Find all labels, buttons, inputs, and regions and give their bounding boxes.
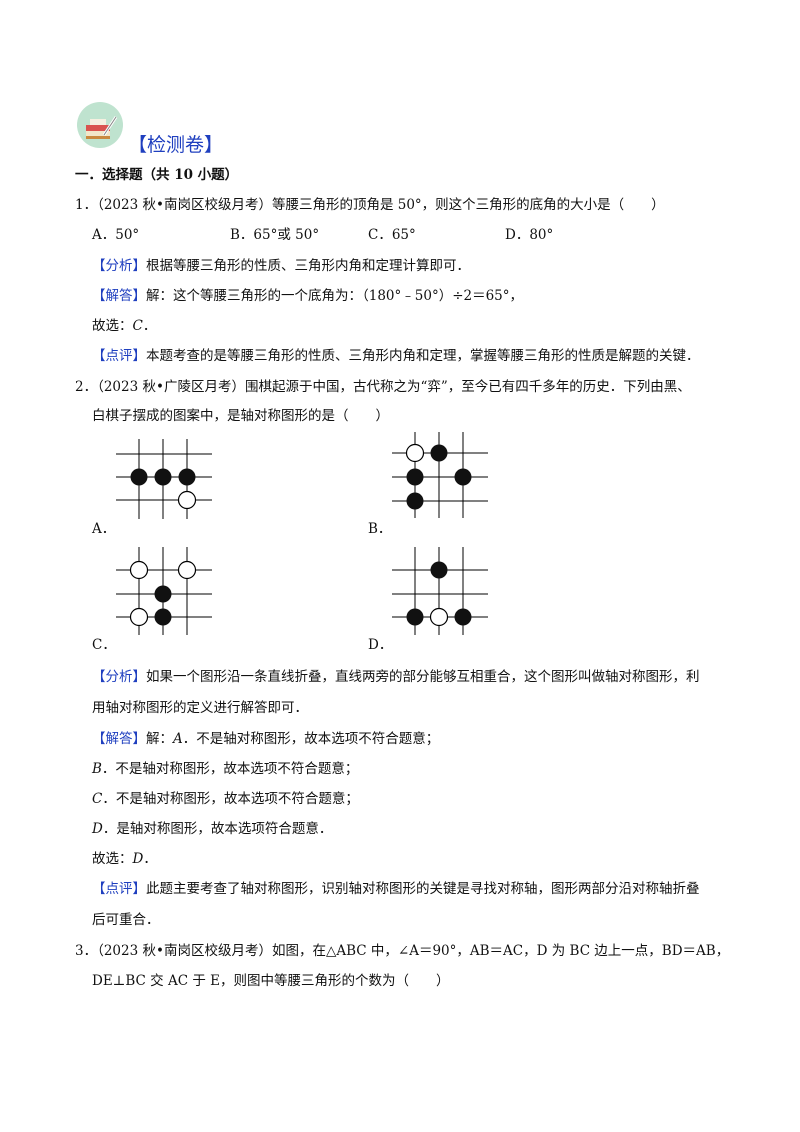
q3-line2: DE⊥BC 交 AC 于 E，则图中等腰三角形的个数为（ ） — [92, 973, 450, 989]
black-stone — [430, 561, 448, 579]
q1-comment: 【点评】本题考查的是等腰三角形的性质、三角形内角和定理，掌握等腰三角形的性质是解… — [92, 344, 700, 364]
comment-tag: 【点评】 — [92, 881, 146, 897]
q2-comment-line2: 后可重合． — [92, 912, 160, 928]
answer-tag: 【解答】 — [92, 731, 146, 747]
black-stone — [154, 468, 172, 486]
choose-letter: C — [132, 318, 143, 334]
q1-stem: 1．（2023 秋•南岗区校级月考）等腰三角形的顶角是 50°，则这个三角形的底… — [75, 193, 665, 213]
q1-number: 1． — [75, 197, 98, 213]
answer-text: 解：这个等腰三角形的一个底角为：（180°﹣50°）÷2＝65°， — [146, 288, 524, 304]
black-stone — [130, 468, 148, 486]
white-stone — [129, 607, 149, 627]
comment-tag: 【点评】 — [92, 348, 146, 364]
comment-text: 此题主要考查了轴对称图形，识别轴对称图形的关键是寻找对称轴，图形两部分沿对称轴折… — [146, 881, 700, 897]
q2-answer-c: C．不是轴对称图形，故本选项不符合题意； — [92, 787, 359, 807]
q2-choose: 故选：D． — [92, 847, 157, 867]
q3-text: （2023 秋•南岗区校级月考）如图，在△ABC 中，∠A＝90°，AB＝AC，… — [97, 943, 730, 959]
q3-line1: 3．（2023 秋•南岗区校级月考）如图，在△ABC 中，∠A＝90°，AB＝A… — [75, 939, 729, 959]
q2-answer-d: D．是轴对称图形，故本选项符合题意． — [92, 817, 332, 837]
q2-answer-a: 【解答】解：A．不是轴对称图形，故本选项不符合题意； — [92, 727, 439, 747]
choose-suffix: ． — [142, 318, 157, 334]
q2-analysis-line2: 用轴对称图形的定义进行解答即可． — [92, 700, 308, 716]
q1-option-c: C．65° — [368, 227, 416, 243]
q2-analysis-line1: 【分析】如果一个图形沿一条直线折叠，直线两旁的部分能够互相重合，这个图形叫做轴对… — [92, 665, 700, 685]
q3-number: 3． — [75, 943, 98, 959]
q1-choose: 故选：C． — [92, 314, 156, 334]
answer-prefix: 解： — [146, 731, 173, 747]
comment-text: 本题考查的是等腰三角形的性质、三角形内角和定理，掌握等腰三角形的性质是解题的关键… — [146, 348, 700, 364]
black-stone — [154, 585, 172, 603]
answer-a-text: ．不是轴对称图形，故本选项不符合题意； — [182, 731, 440, 747]
answer-b-text: ．不是轴对称图形，故本选项不符合题意； — [101, 761, 359, 777]
q2-answer-b: B．不是轴对称图形，故本选项不符合题意； — [92, 757, 358, 777]
answer-c-letter: C — [92, 791, 103, 807]
q2-option-d-label: D． — [368, 637, 393, 653]
choose-suffix: ． — [143, 851, 157, 867]
answer-b-letter: B — [92, 761, 102, 777]
header-logo — [76, 101, 124, 149]
analysis-tag: 【分析】 — [92, 258, 146, 274]
go-board-b — [392, 432, 488, 518]
q1-answer: 【解答】解：这个等腰三角形的一个底角为：（180°﹣50°）÷2＝65°， — [92, 284, 523, 304]
black-stone — [454, 468, 472, 486]
q2-option-b-label: B． — [368, 521, 392, 537]
choose-prefix: 故选： — [92, 851, 133, 867]
white-stone — [405, 443, 425, 463]
q2-stem-line2: 白棋子摆成的图案中，是轴对称图形的是（ ） — [92, 408, 389, 424]
q1-analysis: 【分析】根据等腰三角形的性质、三角形内角和定理计算即可． — [92, 254, 470, 274]
answer-c-text: ．不是轴对称图形，故本选项不符合题意； — [102, 791, 359, 807]
black-stone — [430, 444, 448, 462]
q1-option-b: B．65°或 50° — [230, 227, 320, 243]
analysis-tag: 【分析】 — [92, 669, 146, 685]
section-heading: 一．选择题（共 10 小题） — [75, 167, 239, 183]
white-stone — [429, 607, 449, 627]
q2-number: 2． — [75, 379, 98, 395]
q1-option-d: D．80° — [505, 227, 554, 243]
q2-option-a-label: A． — [92, 521, 116, 537]
answer-a-letter: A — [173, 731, 183, 747]
go-board-c — [116, 547, 212, 635]
q2-comment-line1: 【点评】此题主要考查了轴对称图形，识别轴对称图形的关键是寻找对称轴，图形两部分沿… — [92, 877, 700, 897]
q2-text: （2023 秋•广陵区月考）围棋起源于中国，古代称之为“弈”，至今已有四千多年的… — [97, 379, 691, 395]
go-board-d — [392, 547, 488, 635]
black-stone — [406, 492, 424, 510]
q2-stem-line1: 2．（2023 秋•广陵区月考）围棋起源于中国，古代称之为“弈”，至今已有四千多… — [75, 375, 691, 395]
analysis-text: 如果一个图形沿一条直线折叠，直线两旁的部分能够互相重合，这个图形叫做轴对称图形，… — [146, 669, 700, 685]
q2-option-c-label: C． — [92, 637, 116, 653]
black-stone — [406, 468, 424, 486]
answer-d-text: ．是轴对称图形，故本选项符合题意． — [102, 821, 333, 837]
page-title: 【检测卷】 — [128, 134, 224, 156]
answer-d-letter: D — [92, 821, 103, 837]
go-board-a — [116, 439, 212, 519]
black-stone — [178, 468, 196, 486]
q1-text: （2023 秋•南岗区校级月考）等腰三角形的顶角是 50°，则这个三角形的底角的… — [97, 197, 665, 213]
white-stone — [177, 560, 197, 580]
black-stone — [154, 608, 172, 626]
choose-letter: D — [132, 851, 144, 867]
black-stone — [406, 608, 424, 626]
white-stone — [129, 560, 149, 580]
black-stone — [454, 608, 472, 626]
book-pencil-icon — [77, 102, 123, 148]
answer-tag: 【解答】 — [92, 288, 146, 304]
q1-option-a: A．50° — [92, 227, 140, 243]
analysis-text: 根据等腰三角形的性质、三角形内角和定理计算即可． — [146, 258, 470, 274]
white-stone — [177, 490, 197, 510]
choose-prefix: 故选： — [92, 318, 133, 334]
